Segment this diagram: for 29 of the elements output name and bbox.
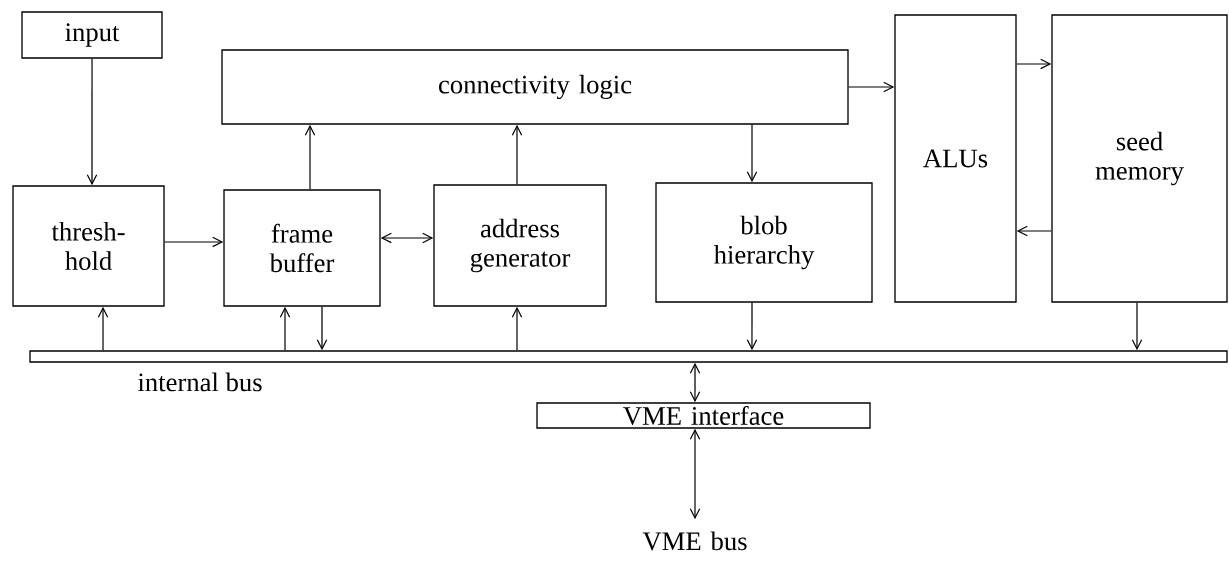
block-box: blob hierarchy	[655, 182, 873, 303]
arrow	[380, 232, 434, 244]
arrow	[304, 124, 316, 190]
arrow	[1131, 302, 1143, 351]
block-box: address generator	[433, 184, 607, 307]
arrow	[164, 236, 224, 248]
arrow	[316, 306, 328, 351]
block-box: seed memory	[1051, 14, 1228, 303]
arrow	[848, 81, 895, 93]
arrow	[1016, 58, 1052, 70]
arrow	[511, 124, 523, 185]
bus-bar	[29, 350, 1228, 363]
arrow	[279, 306, 291, 351]
arrow	[689, 428, 701, 520]
block-box: VME interface	[536, 402, 871, 429]
text-label: VME bus	[642, 531, 747, 551]
arrow	[86, 58, 98, 186]
block-box: thresh- hold	[12, 185, 165, 307]
block-box: input	[21, 11, 163, 59]
block-box: ALUs	[894, 14, 1017, 303]
block-box: connectivity logic	[221, 49, 849, 125]
arrow	[97, 306, 109, 351]
arrow	[1016, 225, 1052, 237]
arrow	[511, 306, 523, 351]
arrow	[746, 302, 758, 351]
arrow	[689, 362, 701, 403]
bus-label: internal bus	[138, 372, 262, 392]
arrow	[746, 124, 758, 183]
block-box: frame buffer	[223, 189, 381, 307]
